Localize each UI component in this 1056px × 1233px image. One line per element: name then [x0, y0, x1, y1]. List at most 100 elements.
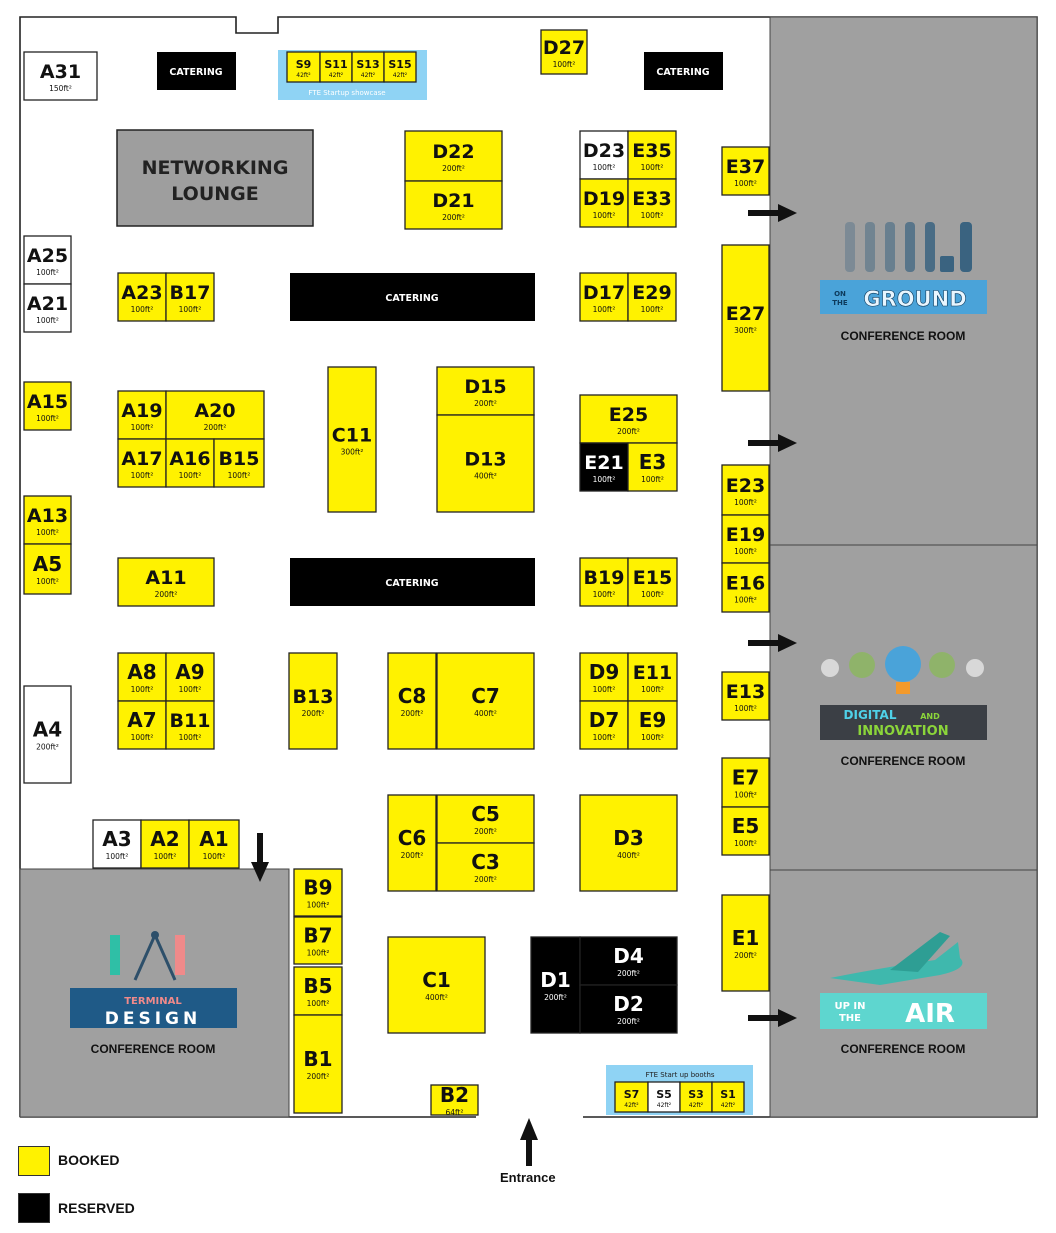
digital-logo: DIGITAL AND INNOVATION — [820, 646, 987, 740]
booth-size: 100ft² — [203, 852, 226, 861]
booth-id: A4 — [33, 718, 62, 742]
booth-size: 100ft² — [36, 414, 59, 423]
networking-lounge[interactable] — [116, 129, 314, 227]
conference-room-label: CONFERENCE ROOM — [841, 754, 966, 768]
booth-id: A9 — [175, 660, 204, 684]
catering-label: CATERING — [169, 67, 222, 78]
booth-id: E15 — [633, 567, 672, 589]
booth-size: 100ft² — [593, 475, 616, 484]
booth-size: 100ft² — [131, 685, 154, 694]
booth-id: E35 — [632, 140, 671, 162]
booth-id: B15 — [219, 448, 260, 470]
booth-size: 200ft² — [474, 827, 497, 836]
booth-size: 200ft² — [617, 427, 640, 436]
booth-id: C8 — [398, 684, 427, 708]
catering-2 — [644, 52, 723, 90]
booth-id: B2 — [440, 1083, 469, 1107]
booth-id: D19 — [583, 188, 625, 210]
booth-id: B7 — [303, 924, 332, 948]
booth-id: C3 — [471, 850, 500, 874]
svg-text:DESIGN: DESIGN — [105, 1009, 201, 1029]
booth-id: E3 — [639, 450, 667, 474]
booth-id: S15 — [388, 58, 411, 71]
